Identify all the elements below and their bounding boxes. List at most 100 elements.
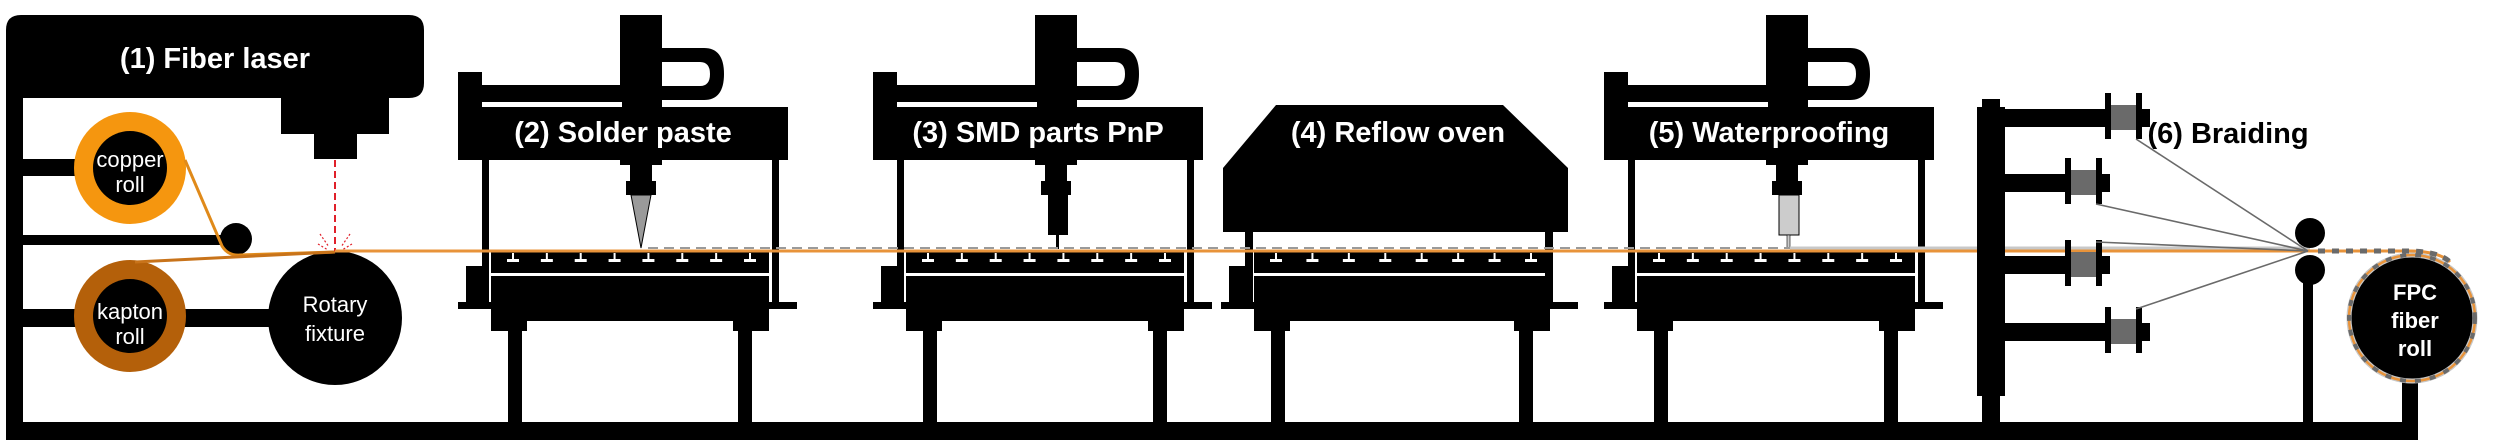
carrier-pin bbox=[1827, 253, 1830, 260]
braider-post-foot bbox=[1982, 395, 2000, 423]
gantry-top-rail bbox=[482, 85, 622, 102]
carrier-pin-head bbox=[744, 259, 756, 262]
braid-yarn bbox=[2095, 241, 2309, 252]
carrier-pin bbox=[1759, 253, 1762, 260]
carrier-pin bbox=[579, 253, 582, 260]
carrier-pin-head bbox=[1125, 259, 1138, 262]
fpc-fiber-roll bbox=[2350, 256, 2474, 380]
tool-clamp bbox=[626, 181, 656, 195]
carrier-pin bbox=[1028, 253, 1031, 260]
carrier-pin-head bbox=[1525, 259, 1537, 262]
cable-carrier-icon bbox=[1077, 48, 1139, 100]
table-bracket-right bbox=[1514, 320, 1550, 331]
carrier-pin bbox=[749, 253, 751, 260]
carrier-pin bbox=[960, 253, 963, 260]
gantry-post-left bbox=[482, 160, 489, 303]
conveyor-carrier bbox=[906, 252, 1184, 273]
kapton-roll-label-2: roll bbox=[115, 324, 144, 349]
table-top bbox=[906, 309, 1184, 321]
fpc-roll-label-2: fiber bbox=[2391, 308, 2439, 333]
fpc-roll-braid bbox=[2347, 253, 2477, 383]
station-label-waterproofing: (5) Waterproofing bbox=[1649, 117, 1890, 149]
carrier-pin-head bbox=[608, 259, 621, 262]
laser-head-block bbox=[281, 97, 389, 134]
gantry-beam bbox=[873, 107, 1203, 160]
tool-neck bbox=[1045, 165, 1067, 183]
table-bracket-left bbox=[491, 320, 527, 331]
carrier-pin bbox=[647, 253, 650, 260]
carrier-pin bbox=[1658, 253, 1660, 260]
table-leg-right bbox=[738, 330, 752, 423]
fpc-roll-label-3: roll bbox=[2398, 336, 2432, 361]
pinch-roller-stand bbox=[2303, 283, 2313, 423]
carrier-pin bbox=[613, 253, 616, 260]
carrier-pin bbox=[1164, 253, 1166, 260]
laser-frame bbox=[6, 15, 424, 422]
pinch-rollers bbox=[2295, 218, 2325, 423]
gantry-post-right bbox=[772, 160, 779, 303]
copper-roll-label-2: roll bbox=[115, 172, 144, 197]
carrier-pin bbox=[1311, 253, 1314, 260]
table-bracket-right bbox=[1879, 320, 1915, 331]
carrier-pin-head bbox=[955, 259, 968, 262]
table-leg-left bbox=[508, 330, 522, 423]
spool-yarn-icon bbox=[2111, 105, 2136, 130]
kapton-roll-core bbox=[93, 279, 167, 353]
carrier-pin bbox=[1691, 253, 1694, 260]
carrier-pin bbox=[1895, 253, 1897, 260]
carrier-pin bbox=[927, 253, 929, 260]
carrier-pin bbox=[1420, 253, 1423, 260]
conveyor-bed bbox=[906, 276, 1184, 310]
gantry-top-rail bbox=[897, 85, 1037, 102]
pinch-roller-bottom bbox=[2295, 255, 2325, 285]
carrier-pin-head bbox=[574, 259, 587, 262]
carrier-pin-head bbox=[1306, 259, 1319, 262]
carrier-pin-head bbox=[1452, 259, 1465, 262]
carrier-pin-head bbox=[1653, 259, 1665, 262]
conveyor-bed bbox=[1254, 276, 1550, 310]
spool-flange-outer bbox=[2096, 240, 2102, 286]
side-block bbox=[1229, 266, 1245, 302]
pnp-head bbox=[1048, 195, 1068, 235]
rail-gap bbox=[482, 102, 622, 107]
spool-flange-inner bbox=[2065, 158, 2071, 204]
table-bracket-right bbox=[1148, 320, 1184, 331]
rotary-fixture bbox=[268, 251, 402, 385]
station-label-smd-pnp: (3) SMD parts PnP bbox=[912, 117, 1163, 149]
carrier-pin-head bbox=[1342, 259, 1355, 262]
gantry-post-left bbox=[897, 160, 904, 303]
spool-yarn-icon bbox=[2071, 170, 2096, 195]
carrier-pin-head bbox=[710, 259, 723, 262]
tool-clamp bbox=[1041, 181, 1071, 195]
braid-yarn bbox=[2135, 250, 2309, 310]
braid-yarn bbox=[2135, 138, 2309, 252]
spool-cap bbox=[2142, 323, 2150, 341]
cable-carrier-icon bbox=[1808, 48, 1870, 100]
carrier-pin-head bbox=[1822, 259, 1835, 262]
braider-post bbox=[1977, 107, 2005, 396]
carrier-pin-head bbox=[1890, 259, 1902, 262]
spool-arm bbox=[2005, 323, 2110, 341]
copper-roll-label-1: copper bbox=[96, 147, 163, 172]
table-top bbox=[491, 309, 769, 321]
station-waterproofing: (5) Waterproofing bbox=[1604, 15, 1943, 423]
fpc-roll-stand bbox=[2402, 380, 2418, 425]
carrier-pin bbox=[512, 253, 514, 260]
carrier-pin bbox=[1275, 253, 1277, 260]
spool-arm bbox=[2005, 256, 2070, 274]
table-bracket-left bbox=[906, 320, 942, 331]
laser-spark-icon bbox=[317, 233, 353, 251]
carrier-pin-head bbox=[1415, 259, 1428, 262]
spool-flange-outer bbox=[2096, 158, 2102, 204]
side-block bbox=[466, 266, 482, 302]
rotary-fixture-label-2: fixture bbox=[305, 321, 365, 346]
station-braiding: (6) Braiding bbox=[1977, 93, 2309, 423]
carrier-pin-head bbox=[1091, 259, 1104, 262]
gantry-post-right bbox=[1918, 160, 1925, 303]
copper-feed bbox=[183, 159, 336, 257]
carrier-pin-head bbox=[922, 259, 934, 262]
solder-nozzle-icon bbox=[630, 194, 652, 249]
gantry-post-left bbox=[1628, 160, 1635, 303]
carrier-pin-head bbox=[1488, 259, 1501, 262]
braid-yarn bbox=[2095, 203, 2309, 252]
